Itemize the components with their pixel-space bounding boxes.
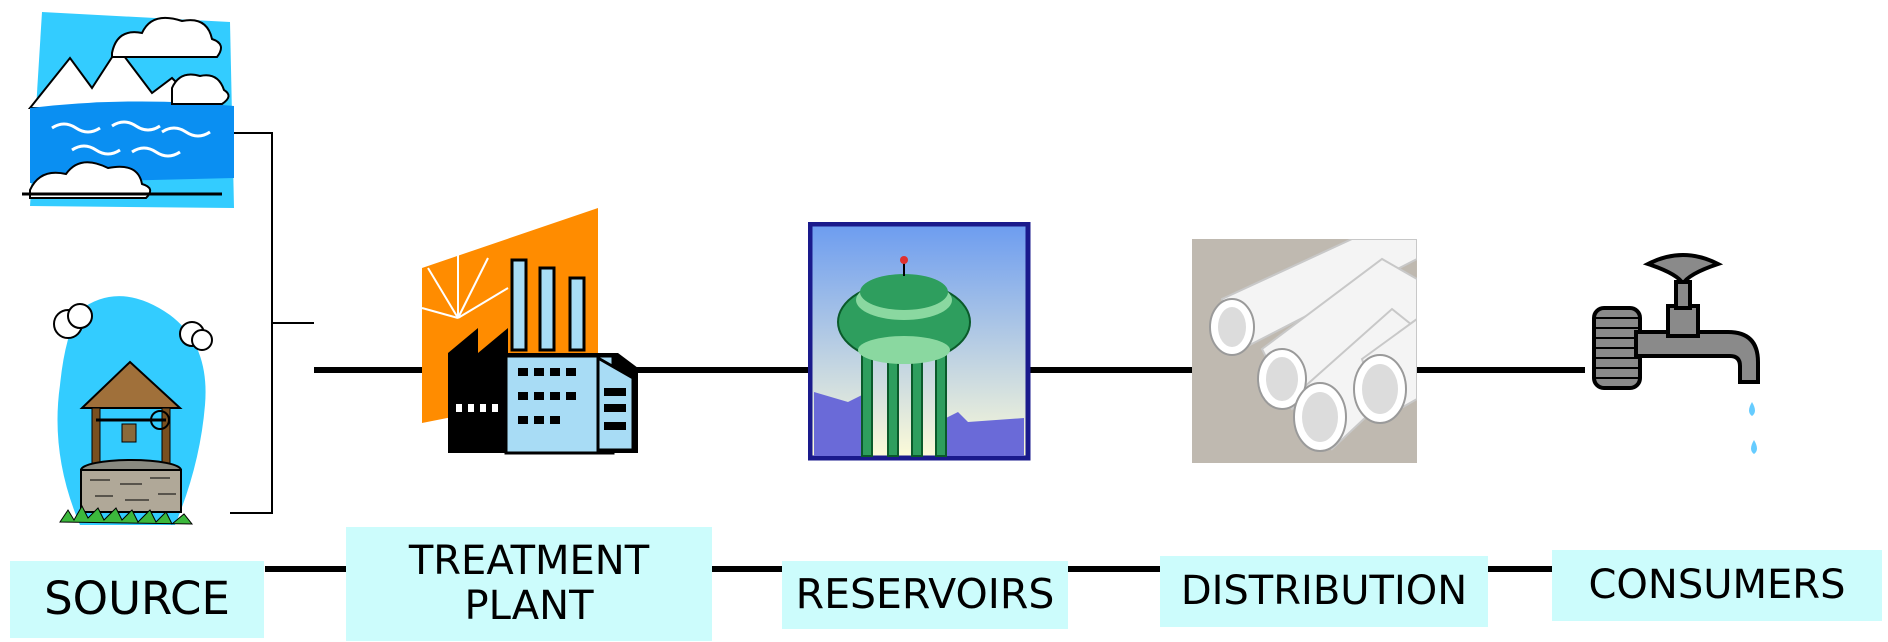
source-bracket (230, 132, 314, 514)
label-treatment-line1: TREATMENT (408, 538, 650, 585)
label-source: SOURCE (10, 561, 264, 638)
label-treatment-plant: TREATMENT PLANT (346, 527, 712, 641)
label-consumers: CONSUMERS (1552, 550, 1882, 621)
water-well-icon (53, 296, 213, 525)
water-tap-icon (1592, 253, 1760, 454)
label-distribution: DISTRIBUTION (1160, 556, 1488, 627)
label-source-text: SOURCE (44, 572, 230, 626)
label-distribution-text: DISTRIBUTION (1180, 568, 1468, 615)
water-tower-icon (808, 222, 1031, 461)
pipes-icon (1192, 239, 1417, 463)
label-reservoirs-text: RESERVOIRS (795, 570, 1055, 619)
label-reservoirs: RESERVOIRS (782, 561, 1068, 629)
label-consumers-text: CONSUMERS (1588, 562, 1846, 609)
factory-icon (421, 208, 638, 455)
lake-mountains-icon (22, 12, 234, 208)
label-treatment-line2: PLANT (464, 583, 594, 629)
